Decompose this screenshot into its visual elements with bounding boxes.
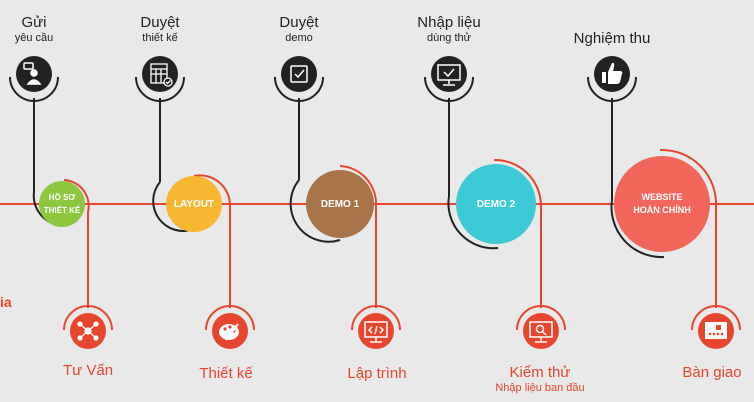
top-step-icon-5 bbox=[587, 56, 637, 102]
magnifier-monitor-icon bbox=[529, 321, 553, 343]
top-label-4: Nhập liệu dùng thử bbox=[394, 14, 504, 45]
top-label-1-line1: Gửi bbox=[21, 14, 47, 31]
bottom-connectors bbox=[63, 148, 718, 308]
stage-label-5: WEBSITE HOÀN CHỈNH bbox=[614, 190, 710, 218]
stage-label-5-line2: HOÀN CHỈNH bbox=[633, 205, 691, 215]
paint-palette-icon bbox=[219, 323, 239, 341]
demo-check-icon bbox=[290, 65, 308, 83]
side-partial-text: ia bbox=[0, 294, 12, 310]
bottom-step-icon-5 bbox=[691, 305, 741, 349]
top-label-4-line2: dùng thử bbox=[426, 32, 472, 44]
bottom-label-1: Tư Vấn bbox=[13, 362, 163, 379]
network-nodes-icon bbox=[77, 321, 99, 341]
top-label-3: Duyệt demo bbox=[244, 14, 354, 45]
top-label-5: Nghiệm thu bbox=[557, 30, 667, 47]
stage-label-1: HỒ SƠ THIẾT KẾ bbox=[39, 191, 85, 217]
bottom-label-1-line1: Tư Vấn bbox=[62, 362, 114, 379]
bottom-label-5: Bàn giao bbox=[637, 364, 754, 381]
stage-label-4: DEMO 2 bbox=[476, 198, 516, 210]
bottom-label-4: Kiểm thử Nhập liệu ban đầu bbox=[465, 364, 615, 395]
bottom-step-icon-2 bbox=[205, 305, 255, 349]
top-label-4-line1: Nhập liệu bbox=[417, 14, 481, 31]
top-label-3-line2: demo bbox=[285, 32, 313, 44]
bottom-label-4-line2: Nhập liệu ban đầu bbox=[495, 382, 585, 394]
top-label-5-line1: Nghiệm thu bbox=[573, 30, 651, 47]
top-label-1: Gửi yêu cầu bbox=[0, 14, 89, 45]
bottom-label-4-line1: Kiểm thử bbox=[509, 364, 571, 381]
stage-circle-2 bbox=[166, 176, 222, 232]
bottom-label-5-line1: Bàn giao bbox=[682, 364, 742, 381]
top-label-2-line2: thiết kế bbox=[142, 32, 178, 44]
top-label-2: Duyệt thiết kế bbox=[105, 14, 215, 45]
stage-circle-4 bbox=[456, 164, 536, 244]
bottom-label-3: Lập trình bbox=[302, 365, 452, 382]
request-person-icon bbox=[23, 62, 42, 85]
delivery-box-icon bbox=[705, 322, 727, 339]
stage-circle-3 bbox=[306, 170, 374, 238]
thumbs-up-icon bbox=[602, 62, 623, 84]
design-grid-check-icon bbox=[150, 63, 173, 87]
stage-label-5-line1: WEBSITE bbox=[641, 192, 683, 202]
top-label-2-line1: Duyệt bbox=[140, 14, 180, 31]
stage-label-2: LAYOUT bbox=[173, 198, 215, 210]
bottom-label-2: Thiết kế bbox=[151, 365, 301, 382]
top-label-1-line2: yêu cầu bbox=[14, 32, 54, 44]
bottom-step-icon-4 bbox=[516, 305, 566, 349]
stage-circle-1 bbox=[39, 181, 85, 227]
bottom-label-2-line1: Thiết kế bbox=[199, 365, 253, 382]
top-step-icon-2 bbox=[135, 56, 185, 102]
monitor-check-icon bbox=[437, 64, 461, 86]
stage-label-1-line1: HỒ SƠ bbox=[48, 193, 76, 202]
bottom-step-icon-3 bbox=[351, 305, 401, 349]
stage-label-1-line2: THIẾT KẾ bbox=[43, 206, 81, 215]
stage-label-3: DEMO 1 bbox=[320, 198, 360, 210]
top-step-icon-3 bbox=[274, 56, 324, 102]
top-label-3-line1: Duyệt bbox=[279, 14, 319, 31]
bottom-step-icon-1 bbox=[63, 305, 113, 349]
bottom-label-3-line1: Lập trình bbox=[347, 365, 407, 382]
top-connectors bbox=[32, 98, 665, 259]
code-monitor-icon bbox=[364, 321, 388, 343]
top-step-icon-1 bbox=[9, 56, 59, 102]
stage-circle-5 bbox=[614, 156, 710, 252]
top-step-icon-4 bbox=[424, 56, 474, 102]
